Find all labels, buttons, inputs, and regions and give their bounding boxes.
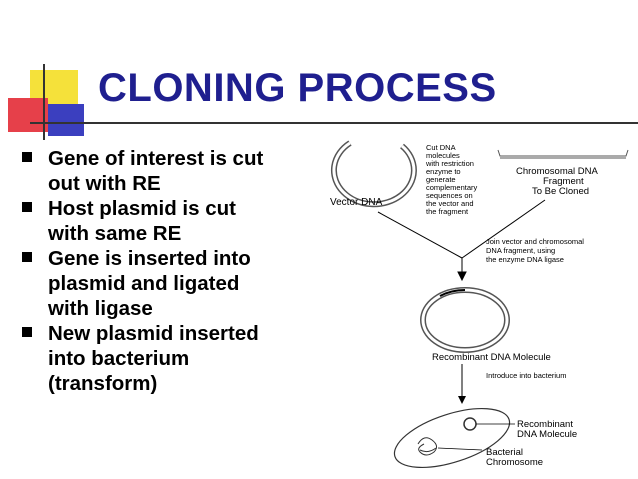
- deco-vertical-line: [43, 64, 45, 140]
- svg-text:the vector and: the vector and: [426, 199, 474, 208]
- svg-text:with restriction: with restriction: [425, 159, 474, 168]
- bullet-item: Gene of interest is cut out with RE: [20, 146, 320, 196]
- bullet-item: Host plasmid is cut with same RE: [20, 196, 320, 246]
- bullet-text: Host plasmid is cut with same RE: [48, 197, 236, 245]
- svg-text:complementary: complementary: [426, 183, 478, 192]
- deco-red-square: [8, 98, 48, 132]
- bullet-text: New plasmid inserted into bacterium (tra…: [48, 322, 259, 395]
- bullet-list: Gene of interest is cut out with RE Host…: [20, 146, 320, 396]
- svg-text:Chromosome: Chromosome: [486, 457, 543, 468]
- svg-text:sequences on: sequences on: [426, 191, 473, 200]
- svg-text:DNA fragment, using: DNA fragment, using: [486, 246, 555, 255]
- svg-text:Join vector and chromosomal: Join vector and chromosomal: [486, 237, 584, 246]
- recombinant-label: Recombinant DNA Molecule: [432, 352, 551, 363]
- svg-text:To Be Cloned: To Be Cloned: [532, 186, 589, 197]
- recombinant-plasmid: [420, 287, 510, 353]
- svg-text:generate: generate: [426, 175, 456, 184]
- bullet-text: Gene is inserted into plasmid and ligate…: [48, 247, 251, 320]
- deco-horizontal-line: [30, 122, 638, 124]
- down-arrow: [458, 364, 466, 404]
- converging-lines: [377, 199, 546, 282]
- bullet-square-icon: [22, 327, 32, 337]
- page-title: CLONING PROCESS: [98, 66, 497, 110]
- svg-text:enzyme to: enzyme to: [426, 167, 461, 176]
- vector-label: Vector DNA: [330, 197, 383, 208]
- recombinant-cell-label: Recombinant DNA Molecule: [517, 419, 577, 440]
- bullet-item: New plasmid inserted into bacterium (tra…: [20, 321, 320, 396]
- bacterial-chromosome-label: Bacterial Chromosome: [486, 447, 543, 468]
- join-note: Join vector and chromosomal DNA fragment…: [486, 237, 584, 264]
- introduce-note: Introduce into bacterium: [486, 371, 566, 380]
- bullet-square-icon: [22, 152, 32, 162]
- svg-text:the enzyme DNA ligase: the enzyme DNA ligase: [486, 255, 564, 264]
- svg-text:Cut DNA: Cut DNA: [426, 143, 456, 152]
- cell-pointer-lines: [437, 423, 515, 451]
- bullet-text: Gene of interest is cut out with RE: [48, 147, 264, 195]
- cloning-diagram: Vector DNA Cut DNA molecules with restri…: [330, 140, 629, 469]
- bullet-item: Gene is inserted into plasmid and ligate…: [20, 246, 320, 321]
- svg-text:Fragment: Fragment: [543, 176, 584, 187]
- svg-text:Bacterial: Bacterial: [486, 447, 523, 458]
- svg-text:molecules: molecules: [426, 151, 460, 160]
- deco-blue-square: [48, 104, 84, 136]
- bullet-square-icon: [22, 202, 32, 212]
- chromosomal-fragment: [497, 149, 629, 159]
- svg-text:DNA Molecule: DNA Molecule: [517, 429, 577, 440]
- chromosomal-label: Chromosomal DNA Fragment To Be Cloned: [516, 166, 598, 197]
- bullet-square-icon: [22, 252, 32, 262]
- svg-text:Chromosomal DNA: Chromosomal DNA: [516, 166, 598, 177]
- svg-text:Recombinant: Recombinant: [517, 419, 573, 430]
- cut-note: Cut DNA molecules with restriction enzym…: [425, 143, 478, 216]
- vector-plasmid: [330, 140, 417, 208]
- svg-text:the fragment: the fragment: [426, 207, 469, 216]
